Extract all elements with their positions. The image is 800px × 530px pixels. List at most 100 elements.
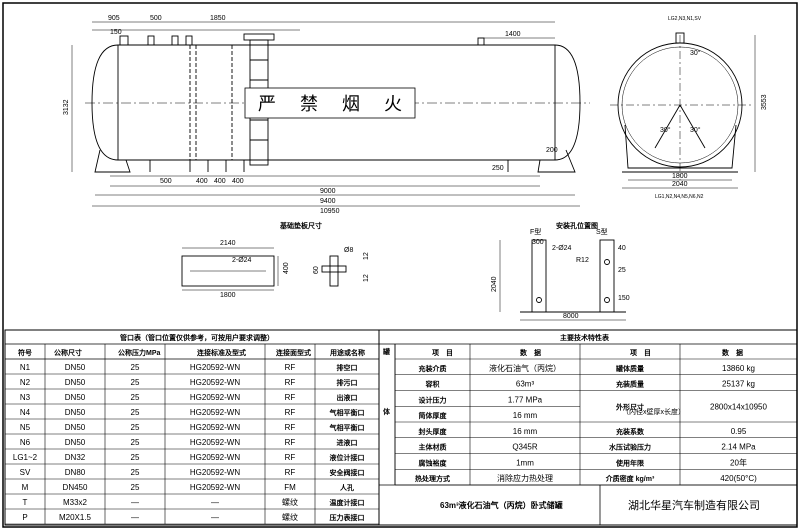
spec-cell: 外形尺寸	[616, 402, 644, 411]
angle-label: 30°	[690, 126, 701, 134]
spec-cell: 主体材质	[419, 443, 447, 452]
install-hole	[604, 297, 610, 303]
dim-label: 9400	[320, 198, 336, 205]
saddle-side	[624, 124, 737, 169]
dim-label: 500	[160, 178, 172, 185]
spec-cell: 介质密度 kg/m³	[605, 474, 655, 483]
top-nozzle-side	[675, 32, 685, 44]
nozzle-cell: DN80	[65, 468, 86, 477]
nozzle-col-header: 连接标准及型式	[197, 348, 246, 357]
spec-side-label: 罐	[382, 347, 390, 356]
nozzle-cell: 温度计接口	[330, 498, 365, 507]
nozzle-cell: 液位计接口	[330, 453, 365, 462]
spec-cell: 充装介质	[419, 364, 447, 373]
install-labels: 安装孔位置图 F型 S型 300 2-Ø24 40 R12 25 2040 15…	[491, 221, 630, 320]
nozzle-cell: HG20592-WN	[190, 423, 240, 432]
spec-col-header: 数 据	[722, 348, 743, 357]
front-dims: 905 500 1850 150 1400 500 400 400 400 25…	[63, 15, 558, 215]
nozzle-cell: 25	[131, 438, 140, 447]
dim-label: 500	[150, 15, 162, 22]
nozzle-cell: DN50	[65, 438, 86, 447]
nozzle-cell: 25	[131, 453, 140, 462]
nozzle-cell: 气相平衡口	[329, 408, 365, 417]
anchor-bolt	[329, 255, 339, 287]
side-bottom-tag: LG1,N2,N4,N5,N6,N2	[655, 194, 704, 200]
dim-label: 60	[313, 266, 320, 274]
nozzle-cell: RF	[285, 468, 296, 477]
spec-cell: 充装质量	[616, 380, 644, 389]
spec-col-header: 项 目	[630, 348, 651, 357]
nozzle-cell: 25	[131, 423, 140, 432]
install-title: 安装孔位置图	[556, 221, 598, 230]
dim-label: 150	[618, 295, 630, 302]
nozzle-col-header: 公称压力MPa	[118, 348, 160, 357]
dim-label: 2140	[220, 240, 236, 247]
warning-char: 严	[258, 94, 276, 115]
dim-label: 2-Ø24	[232, 257, 252, 264]
angle-label: 30°	[660, 126, 671, 134]
nozzle-cell: DN50	[65, 378, 86, 387]
nozzle-cell: T	[23, 498, 28, 507]
nozzle-cell: RF	[285, 453, 296, 462]
dim-label: 3132	[63, 99, 70, 115]
dim-label: 905	[108, 15, 120, 22]
angle-label: 30°	[690, 49, 701, 57]
nozzle-cell: HG20592-WN	[190, 438, 240, 447]
base-plate-labels: 基础垫板尺寸 2140 2-Ø24 1800 400 Ø8 60 12 12	[220, 221, 370, 299]
nozzle-header: 符号 公称尺寸 公称压力MPa 连接标准及型式 连接面型式 用途或名称	[18, 348, 365, 357]
angle-line	[654, 104, 681, 149]
nozzle-cell: RF	[285, 363, 296, 372]
nozzle-cell: FM	[284, 483, 296, 492]
dim-label: 150	[110, 29, 122, 36]
nozzle-top	[119, 35, 129, 46]
dim-label: 300	[532, 239, 544, 246]
nozzle-col-header: 公称尺寸	[54, 348, 82, 357]
spec-cell: 使用年限	[615, 458, 645, 467]
dim-label: R12	[576, 257, 589, 264]
spec-table-title: 主要技术特性表	[560, 333, 610, 342]
dim-label: 400	[283, 262, 290, 274]
spec-cell: 容积	[425, 380, 440, 389]
spec-col-header: 项 目	[432, 348, 453, 357]
side-view	[610, 32, 756, 189]
nozzle-cell: 压力表接口	[330, 513, 365, 522]
warning-char: 烟	[342, 94, 360, 115]
nozzle-cell: N3	[20, 393, 31, 402]
dim-label: 25	[618, 267, 626, 274]
nozzle-cell: 25	[131, 363, 140, 372]
install-view	[499, 239, 626, 321]
base-plate-title: 基础垫板尺寸	[279, 221, 322, 230]
nozzle-cell: HG20592-WN	[190, 393, 240, 402]
dim-label: 250	[492, 165, 504, 172]
nozzle-cell: DN32	[65, 453, 86, 462]
nozzle-cell: SV	[20, 468, 31, 477]
nozzle-cell: DN450	[63, 483, 88, 492]
nozzle-table-title: 管口表（管口位置仅供参考，可按用户要求调整）	[120, 333, 274, 342]
nozzle-cell: HG20592-WN	[190, 378, 240, 387]
spec-cell: 20年	[730, 457, 747, 467]
nozzle-cell: HG20592-WN	[190, 363, 240, 372]
nozzle-cell: —	[211, 513, 219, 522]
spec-cell: 腐蚀裕度	[419, 458, 448, 467]
nozzle-cell: P	[22, 513, 27, 522]
spec-cell: 液化石油气（丙烷）	[489, 363, 561, 373]
nozzle-cell: N4	[20, 408, 31, 417]
nozzle-top	[477, 37, 485, 46]
nozzle-cell: N1	[20, 363, 31, 372]
side-top-tag: LG2,N3,N1,SV	[668, 16, 702, 22]
dim-label: Ø8	[344, 247, 353, 254]
spec-col-header: 数 据	[520, 348, 541, 357]
dim-label: 8000	[563, 313, 579, 320]
dim-label: 40	[618, 245, 626, 252]
base-plate-view	[181, 247, 347, 291]
install-hole	[536, 297, 542, 303]
nozzle-col-header: 用途或名称	[330, 348, 365, 357]
install-hole	[604, 259, 610, 265]
nozzle-cell: DN50	[65, 363, 86, 372]
nozzle-cell: M20X1.5	[59, 513, 92, 522]
nozzle-cell: 人孔	[340, 483, 354, 492]
nozzle-cell: HG20592-WN	[190, 483, 240, 492]
